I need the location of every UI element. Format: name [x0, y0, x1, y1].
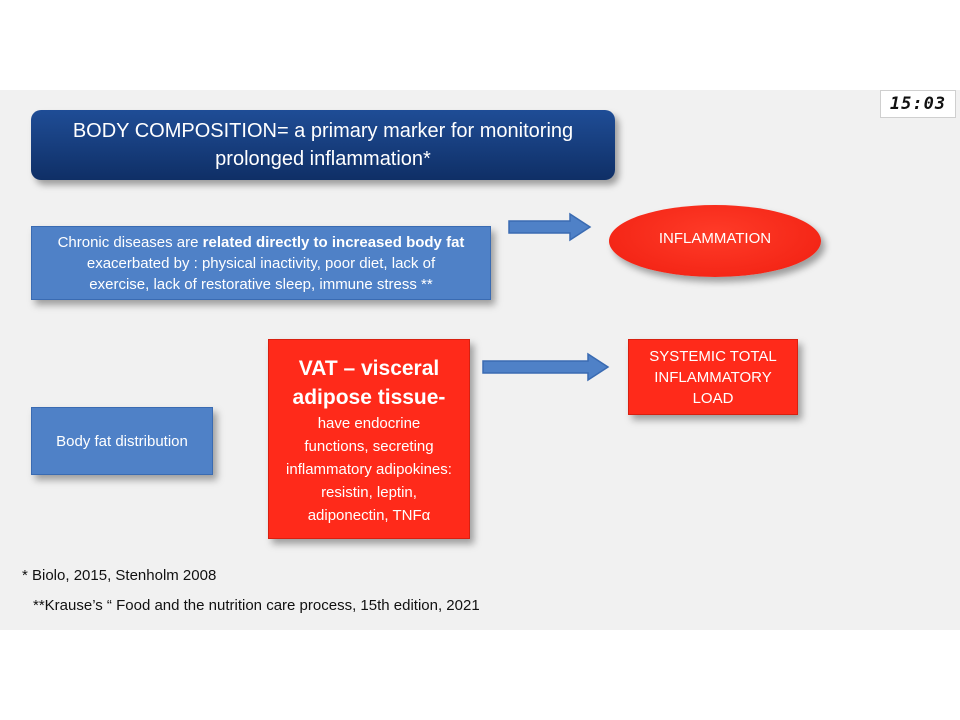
- vat-desc-line-4: resistin, leptin,: [321, 484, 417, 501]
- body-fat-label: Body fat distribution: [56, 432, 188, 450]
- chronic-line-2: exacerbated by : physical inactivity, po…: [86, 255, 436, 272]
- vat-box: VAT – visceral adipose tissue- have endo…: [268, 339, 470, 539]
- systemic-line-3: LOAD: [692, 390, 734, 407]
- title-line-1: BODY COMPOSITION= a primary marker for m…: [72, 120, 574, 142]
- title-text: BODY COMPOSITION= a primary marker for m…: [73, 117, 573, 173]
- title-box: BODY COMPOSITION= a primary marker for m…: [31, 110, 615, 180]
- body-fat-box: Body fat distribution: [31, 407, 213, 475]
- systemic-load-box: SYSTEMIC TOTAL INFLAMMATORY LOAD: [628, 339, 798, 415]
- inflammation-label: INFLAMMATION: [658, 229, 772, 247]
- chronic-prefix: Chronic diseases are: [57, 234, 203, 251]
- chronic-bold: related directly to increased body fat: [202, 234, 465, 251]
- vat-title-line-1: VAT – visceral: [298, 357, 440, 380]
- arrow-right-icon: [482, 352, 610, 382]
- inflammation-ellipse: INFLAMMATION: [609, 205, 821, 277]
- vat-desc-line-2: functions, secreting: [304, 438, 434, 455]
- chronic-line-3: exercise, lack of restorative sleep, imm…: [89, 276, 433, 293]
- vat-desc-line-3: inflammatory adipokines:: [286, 461, 452, 478]
- chronic-diseases-box: Chronic diseases are related directly to…: [31, 226, 491, 300]
- systemic-line-2: INFLAMMATORY: [654, 369, 772, 386]
- arrow-right-icon: [508, 212, 592, 242]
- footnote-reference-1: * Biolo, 2015, Stenholm 2008: [22, 567, 217, 584]
- footnote-reference-2: **Krause’s “ Food and the nutrition care…: [33, 597, 480, 614]
- vat-desc-line-1: have endocrine: [317, 415, 421, 432]
- timer-display: 15:03: [880, 90, 956, 118]
- title-line-2: prolonged inflammation*: [215, 148, 431, 170]
- systemic-line-1: SYSTEMIC TOTAL: [649, 348, 777, 365]
- vat-desc-line-5: adiponectin, TNFα: [307, 507, 431, 524]
- slide-background: [0, 90, 960, 630]
- vat-title-line-2: adipose tissue-: [292, 386, 446, 409]
